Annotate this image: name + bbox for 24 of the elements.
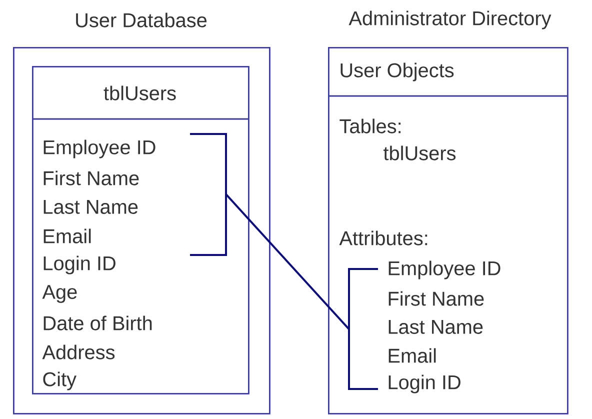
field-label: Email (44, 228, 91, 244)
field-label: First Name (44, 170, 139, 186)
field-label: User Objects (340, 62, 454, 82)
field-label: Address (42, 344, 115, 360)
field-label: Employee ID (44, 140, 156, 158)
bracket (348, 268, 378, 390)
field-label: Attributes: (339, 230, 428, 246)
field-label: Login ID (388, 374, 460, 394)
table-title: tblUsers (104, 86, 176, 100)
field-label: City (43, 372, 76, 390)
field-label: Employee ID (388, 260, 500, 280)
field-label: Email (388, 348, 436, 363)
field-label: Date of Birth (44, 316, 152, 330)
connector-line (226, 194, 350, 330)
bracket (190, 133, 227, 256)
field-label: Age (42, 285, 77, 303)
field-label: Tables: (340, 118, 401, 134)
field-label: First Name (388, 291, 484, 306)
heading: User Database (76, 12, 207, 28)
field-label: Last Name (388, 320, 483, 334)
field-label: Last Name (44, 200, 138, 214)
heading: Administrator Directory (348, 10, 552, 30)
field-label: Login ID (44, 256, 116, 274)
field-label: tblUsers (384, 146, 456, 160)
